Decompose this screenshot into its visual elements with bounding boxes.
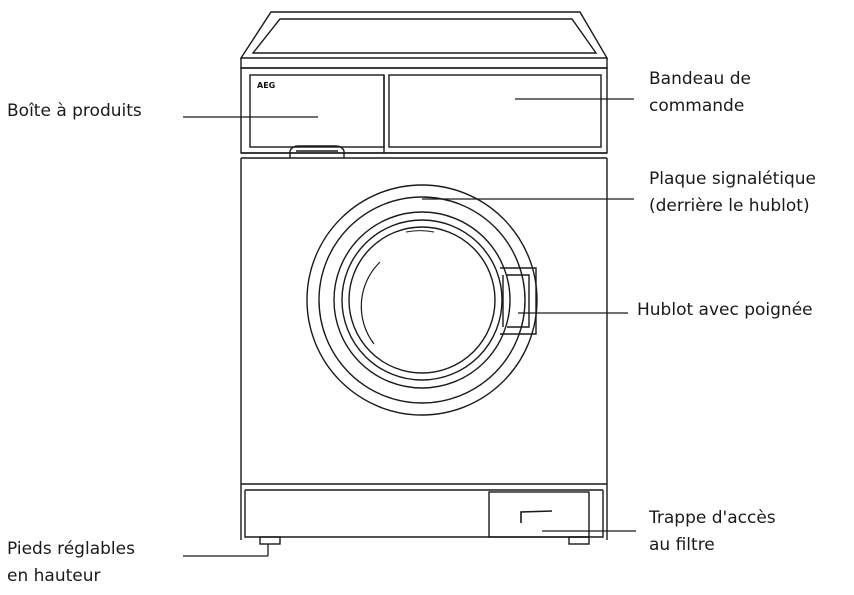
label-line: en hauteur xyxy=(7,566,101,586)
porthole-door xyxy=(306,184,538,416)
label-line: Plaque signalétique xyxy=(649,169,816,189)
label-pieds-reglables: Pieds réglables en hauteur xyxy=(7,536,135,590)
label-line: Hublot avec poignée xyxy=(637,300,813,320)
brand-logo: AEG xyxy=(257,81,275,90)
label-hublot-poignee: Hublot avec poignée xyxy=(637,297,813,324)
control-panel-row xyxy=(240,67,608,159)
label-plaque-signaletique: Plaque signalétique (derrière le hublot) xyxy=(649,166,816,220)
door-handle xyxy=(500,267,537,335)
label-line: Boîte à produits xyxy=(7,101,142,121)
leader-lines xyxy=(183,98,636,557)
label-line: Trappe d'accès xyxy=(649,508,776,528)
machine-top xyxy=(239,11,609,69)
label-line: commande xyxy=(649,96,745,116)
machine-plinth xyxy=(241,483,607,538)
label-trappe-filtre: Trappe d'accès au filtre xyxy=(649,505,776,559)
machine-body xyxy=(240,158,608,540)
adjustable-feet xyxy=(259,536,590,545)
label-line: (derrière le hublot) xyxy=(649,196,810,216)
label-bandeau-commande: Bandeau de commande xyxy=(649,66,751,120)
label-line: Pieds réglables xyxy=(7,539,135,559)
label-boite-produits: Boîte à produits xyxy=(7,98,142,125)
dispenser-handle xyxy=(289,145,345,158)
label-line: au filtre xyxy=(649,535,715,555)
label-line: Bandeau de xyxy=(649,69,751,89)
